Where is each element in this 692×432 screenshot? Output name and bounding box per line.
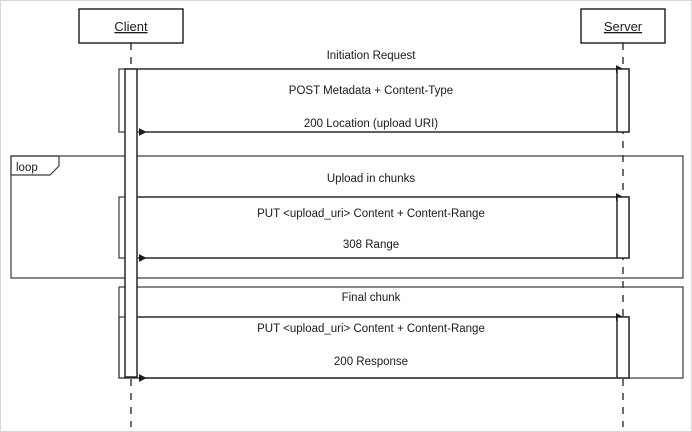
- activation-bars: [124, 68, 630, 379]
- participant-label-server: Server: [604, 19, 643, 34]
- activation-bar-client: [124, 68, 138, 378]
- message-label-put-chunk: PUT <upload_uri> Content + Content-Range: [257, 208, 485, 220]
- activation-bar-server-3: [616, 316, 630, 379]
- group-label-final-chunk: Final chunk: [342, 292, 401, 304]
- group-upload-in-chunks[interactable]: Upload in chunks PUT <upload_uri> Conten…: [118, 173, 630, 262]
- loop-fragment-tab: [10, 155, 60, 176]
- activation-bar-server-1: [616, 68, 630, 133]
- loop-fragment[interactable]: loop: [10, 155, 684, 279]
- activation-bar-server-2: [616, 196, 630, 259]
- group-label-initiation: Initiation Request: [327, 50, 417, 62]
- participant-box-client[interactable]: [78, 8, 184, 44]
- loop-fragment-label: loop: [16, 162, 38, 174]
- group-initiation-request[interactable]: Initiation Request POST Metadata + Conte…: [118, 50, 630, 136]
- message-label-post-metadata: POST Metadata + Content-Type: [289, 85, 453, 97]
- lifelines: [130, 43, 624, 427]
- participant-server[interactable]: Server: [580, 8, 666, 44]
- message-label-200-response: 200 Response: [334, 356, 408, 368]
- message-label-308-range: 308 Range: [343, 239, 399, 251]
- participant-box-server[interactable]: [580, 8, 666, 44]
- message-label-put-final-chunk: PUT <upload_uri> Content + Content-Range: [257, 323, 485, 335]
- group-label-upload-chunks: Upload in chunks: [327, 173, 415, 185]
- participant-label-client: Client: [114, 19, 148, 34]
- participant-client[interactable]: Client: [78, 8, 184, 44]
- loop-fragment-frame: [10, 155, 684, 279]
- message-label-200-location: 200 Location (upload URI): [304, 118, 438, 130]
- group-final-chunk[interactable]: Final chunk PUT <upload_uri> Content + C…: [118, 292, 630, 382]
